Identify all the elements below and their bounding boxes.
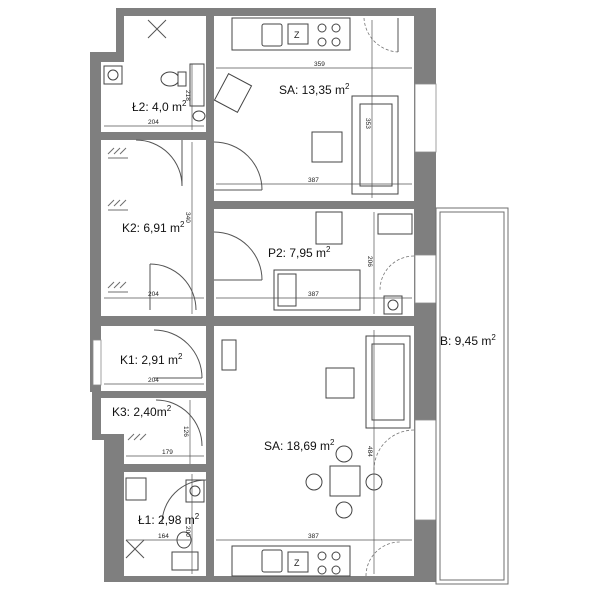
window-sa2 <box>414 419 437 521</box>
armchair-icon <box>213 72 253 114</box>
room-label-l2: Ł2: 4,0 m2 <box>132 99 187 114</box>
hob-icon <box>331 565 341 575</box>
shower-icon <box>147 19 167 39</box>
dim-sa2-width: 387 <box>308 533 319 540</box>
dim-l1-width: 164 <box>158 533 169 540</box>
kitchen-bottom: Z <box>231 541 401 577</box>
room-labels: SA: 13,35 m2 Ł2: 4,0 m2 K2: 6,91 m2 P2: … <box>112 82 496 527</box>
shower-icon <box>125 539 145 559</box>
living-room-2-furniture <box>161 335 415 525</box>
room-label-l1: Ł1: 2,98 m2 <box>138 512 200 527</box>
room-label-sa2: SA: 18,69 m2 <box>264 438 335 453</box>
hob-icon <box>317 37 327 47</box>
dim-p2-width: 387 <box>308 291 319 298</box>
dim-k3-width: 179 <box>162 449 173 456</box>
room-label-k1: K1: 2,91 m2 <box>120 352 183 367</box>
dim-k2-width: 204 <box>148 291 159 298</box>
chair-icon <box>335 445 353 463</box>
bathroom-2-fixtures <box>103 19 206 122</box>
fridge-label: Z <box>294 558 300 568</box>
cabinet-icon <box>221 339 237 371</box>
shelf-icon <box>377 213 413 235</box>
fridge-label: Z <box>294 30 300 40</box>
dim-sa2-depth: 484 <box>366 446 373 457</box>
dimension-labels: 359 353 387 218 204 340 204 206 387 204 … <box>148 61 373 540</box>
closet-2-shelves <box>107 139 197 311</box>
dim-k1-width: 204 <box>148 377 159 384</box>
coffee-table-icon <box>311 131 343 163</box>
dim-k3-height: 126 <box>182 426 189 437</box>
room-label-k2: K2: 6,91 m2 <box>122 220 185 235</box>
fridge-icon <box>287 23 309 45</box>
toilet-icon <box>160 71 180 87</box>
closet-1-door <box>153 329 203 379</box>
dim-sa1-bottom: 387 <box>308 177 319 184</box>
window-sa1 <box>414 83 437 153</box>
bathroom-1-fixtures <box>125 477 205 571</box>
hob-icon <box>331 551 341 561</box>
coffee-table-icon <box>325 367 355 399</box>
window-p2 <box>414 254 437 304</box>
dimension-lines <box>104 20 412 574</box>
hob-icon <box>317 551 327 561</box>
dim-l2-height: 218 <box>184 90 191 101</box>
room-label-p2: P2: 7,95 m2 <box>268 245 331 260</box>
living-room-1-furniture <box>213 72 399 195</box>
hob-icon <box>331 37 341 47</box>
hob-icon <box>317 23 327 33</box>
room-p2-furniture <box>213 211 415 315</box>
dim-sa1-width: 359 <box>314 61 325 68</box>
dim-l2-width: 204 <box>148 119 159 126</box>
washbasin-icon <box>125 477 147 501</box>
desk-icon <box>315 211 343 245</box>
dim-k2-height: 340 <box>184 212 191 223</box>
sink-icon <box>261 23 283 47</box>
room-label-k3: K3: 2,40m2 <box>112 404 172 419</box>
dim-sa1-depth: 353 <box>364 118 371 129</box>
fridge-icon <box>287 551 309 573</box>
dim-l1-height: 200 <box>184 526 191 537</box>
hob-icon <box>331 23 341 33</box>
dim-p2-height: 206 <box>366 256 373 267</box>
windows <box>92 83 437 521</box>
hob-icon <box>317 565 327 575</box>
sink-icon <box>261 549 283 573</box>
room-label-balcony: B: 9,45 m2 <box>440 333 496 348</box>
chair-icon <box>305 473 323 491</box>
window-k1 <box>92 339 102 386</box>
chair-icon <box>335 501 353 519</box>
room-label-sa1: SA: 13,35 m2 <box>279 82 350 97</box>
balcony <box>435 207 509 585</box>
closet-3-shelves <box>127 399 203 447</box>
shower-tray-icon <box>171 551 199 571</box>
dining-table-icon <box>329 465 361 497</box>
shower-tray-icon <box>189 63 205 107</box>
kitchen-top: Z <box>231 17 399 53</box>
